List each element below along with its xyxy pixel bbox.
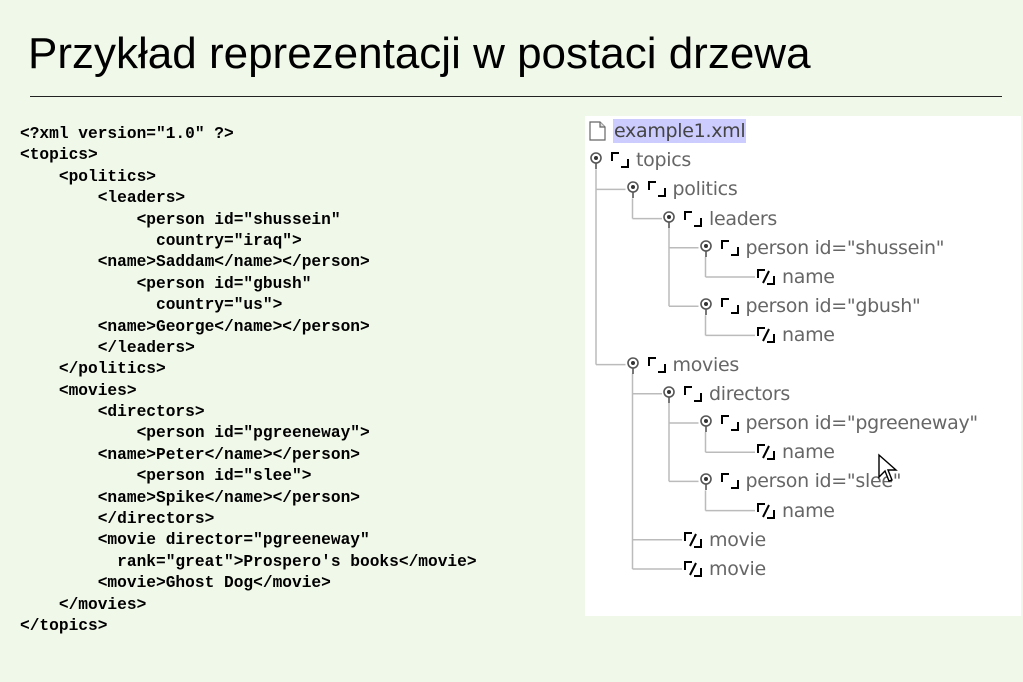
tree-node[interactable]: name <box>755 264 836 290</box>
tree-node-label: name <box>782 441 835 464</box>
title-divider <box>30 96 1002 97</box>
tree-node[interactable]: name <box>755 322 836 348</box>
tree-node-label: name <box>782 266 835 288</box>
tree-node-label: topics <box>636 149 691 172</box>
tree-node[interactable]: movie <box>682 527 767 553</box>
tree-node[interactable]: person id="gbush" <box>719 293 922 319</box>
expand-toggle-icon[interactable] <box>662 210 680 230</box>
element-icon <box>719 237 741 259</box>
element-icon <box>646 354 668 376</box>
tree-node-label: person id="slee" <box>745 470 902 493</box>
tree-node[interactable]: topics <box>609 147 692 173</box>
code-line: </movies> <box>20 595 147 614</box>
tree-node[interactable]: directors <box>682 381 791 407</box>
code-line: </directors> <box>20 510 215 529</box>
element-icon <box>646 178 668 200</box>
code-line: <name>Spike</name></person> <box>20 488 360 507</box>
code-line: <person id="pgreeneway"> <box>20 424 370 443</box>
tree-node-label: name <box>782 324 835 347</box>
expand-toggle-icon[interactable] <box>699 472 717 492</box>
tree-node[interactable]: politics <box>646 176 739 202</box>
code-line: <movie director="pgreeneway" <box>20 531 370 550</box>
tree-node-label: movies <box>672 353 740 376</box>
tree-node[interactable]: person id="pgreeneway" <box>719 410 979 436</box>
code-line: <politics> <box>20 167 156 186</box>
tree-connector-lines <box>595 169 755 570</box>
code-line: <name>Peter</name></person> <box>20 445 360 464</box>
tree-node[interactable]: person id="slee" <box>719 468 903 494</box>
code-line: <movie>Ghost Dog</movie> <box>20 574 331 593</box>
leaf-element-icon <box>755 500 777 522</box>
element-icon <box>609 149 631 171</box>
tree-node-label: directors <box>709 382 790 405</box>
tree-node-label: example1.xml <box>613 119 747 143</box>
tree-node-label: leaders <box>709 207 777 230</box>
leaf-element-icon <box>682 558 704 580</box>
tree-node-label: person id="gbush" <box>745 295 921 318</box>
expand-toggle-icon[interactable] <box>662 385 680 405</box>
code-line: <name>Saddam</name></person> <box>20 253 370 272</box>
expand-toggle-icon[interactable] <box>699 239 717 259</box>
tree-node-label: person id="pgreeneway" <box>745 412 979 434</box>
code-line: </leaders> <box>20 338 195 357</box>
expand-toggle-icon[interactable] <box>699 414 717 434</box>
expand-toggle-icon[interactable] <box>589 151 607 171</box>
leaf-element-icon <box>755 266 777 288</box>
document-icon <box>587 120 609 142</box>
element-icon <box>682 383 704 405</box>
element-icon <box>719 295 741 317</box>
tree-node[interactable]: person id="shussein" <box>719 235 946 261</box>
element-icon <box>719 412 741 434</box>
element-icon <box>682 208 704 230</box>
slide-title: Przykład reprezentacji w postaci drzewa <box>28 29 811 78</box>
tree-node[interactable]: movies <box>646 352 740 378</box>
tree-node-label: person id="shussein" <box>745 236 945 259</box>
expand-toggle-icon[interactable] <box>699 297 717 317</box>
code-line: <directors> <box>20 403 205 422</box>
code-line: <topics> <box>20 146 98 165</box>
xml-code-listing: <?xml version="1.0" ?> <topics> <politics… <box>20 124 477 637</box>
leaf-element-icon <box>682 529 704 551</box>
code-line: </politics> <box>20 360 166 379</box>
tree-node[interactable]: name <box>755 498 836 524</box>
mouse-pointer-icon <box>877 453 899 490</box>
tree-node[interactable]: example1.xml <box>587 118 747 144</box>
tree-node-label: movie <box>709 528 766 551</box>
tree-node-label: politics <box>672 178 738 201</box>
xml-tree-view[interactable]: example1.xml topics politics leaders person … <box>585 116 1021 616</box>
code-line: <person id="shussein" <box>20 210 341 229</box>
code-line: <person id="slee"> <box>20 467 312 486</box>
code-line: rank="great">Prospero's books</movie> <box>20 552 477 571</box>
tree-node[interactable]: movie <box>682 556 767 582</box>
tree-node[interactable]: name <box>755 439 836 465</box>
code-line: <leaders> <box>20 189 186 208</box>
code-line: <movies> <box>20 381 137 400</box>
code-line: country="us"> <box>20 296 283 315</box>
code-line: <?xml version="1.0" ?> <box>20 125 234 143</box>
tree-node[interactable]: leaders <box>682 206 778 232</box>
expand-toggle-icon[interactable] <box>626 356 644 376</box>
code-line: </topics> <box>20 616 108 635</box>
tree-node-label: movie <box>709 558 766 580</box>
code-line: country="iraq"> <box>20 231 302 250</box>
leaf-element-icon <box>755 324 777 346</box>
code-line: <person id="gbush" <box>20 274 312 293</box>
element-icon <box>719 470 741 492</box>
leaf-element-icon <box>755 441 777 463</box>
tree-node-label: name <box>782 499 835 522</box>
expand-toggle-icon[interactable] <box>626 180 644 200</box>
code-line: <name>George</name></person> <box>20 317 370 336</box>
